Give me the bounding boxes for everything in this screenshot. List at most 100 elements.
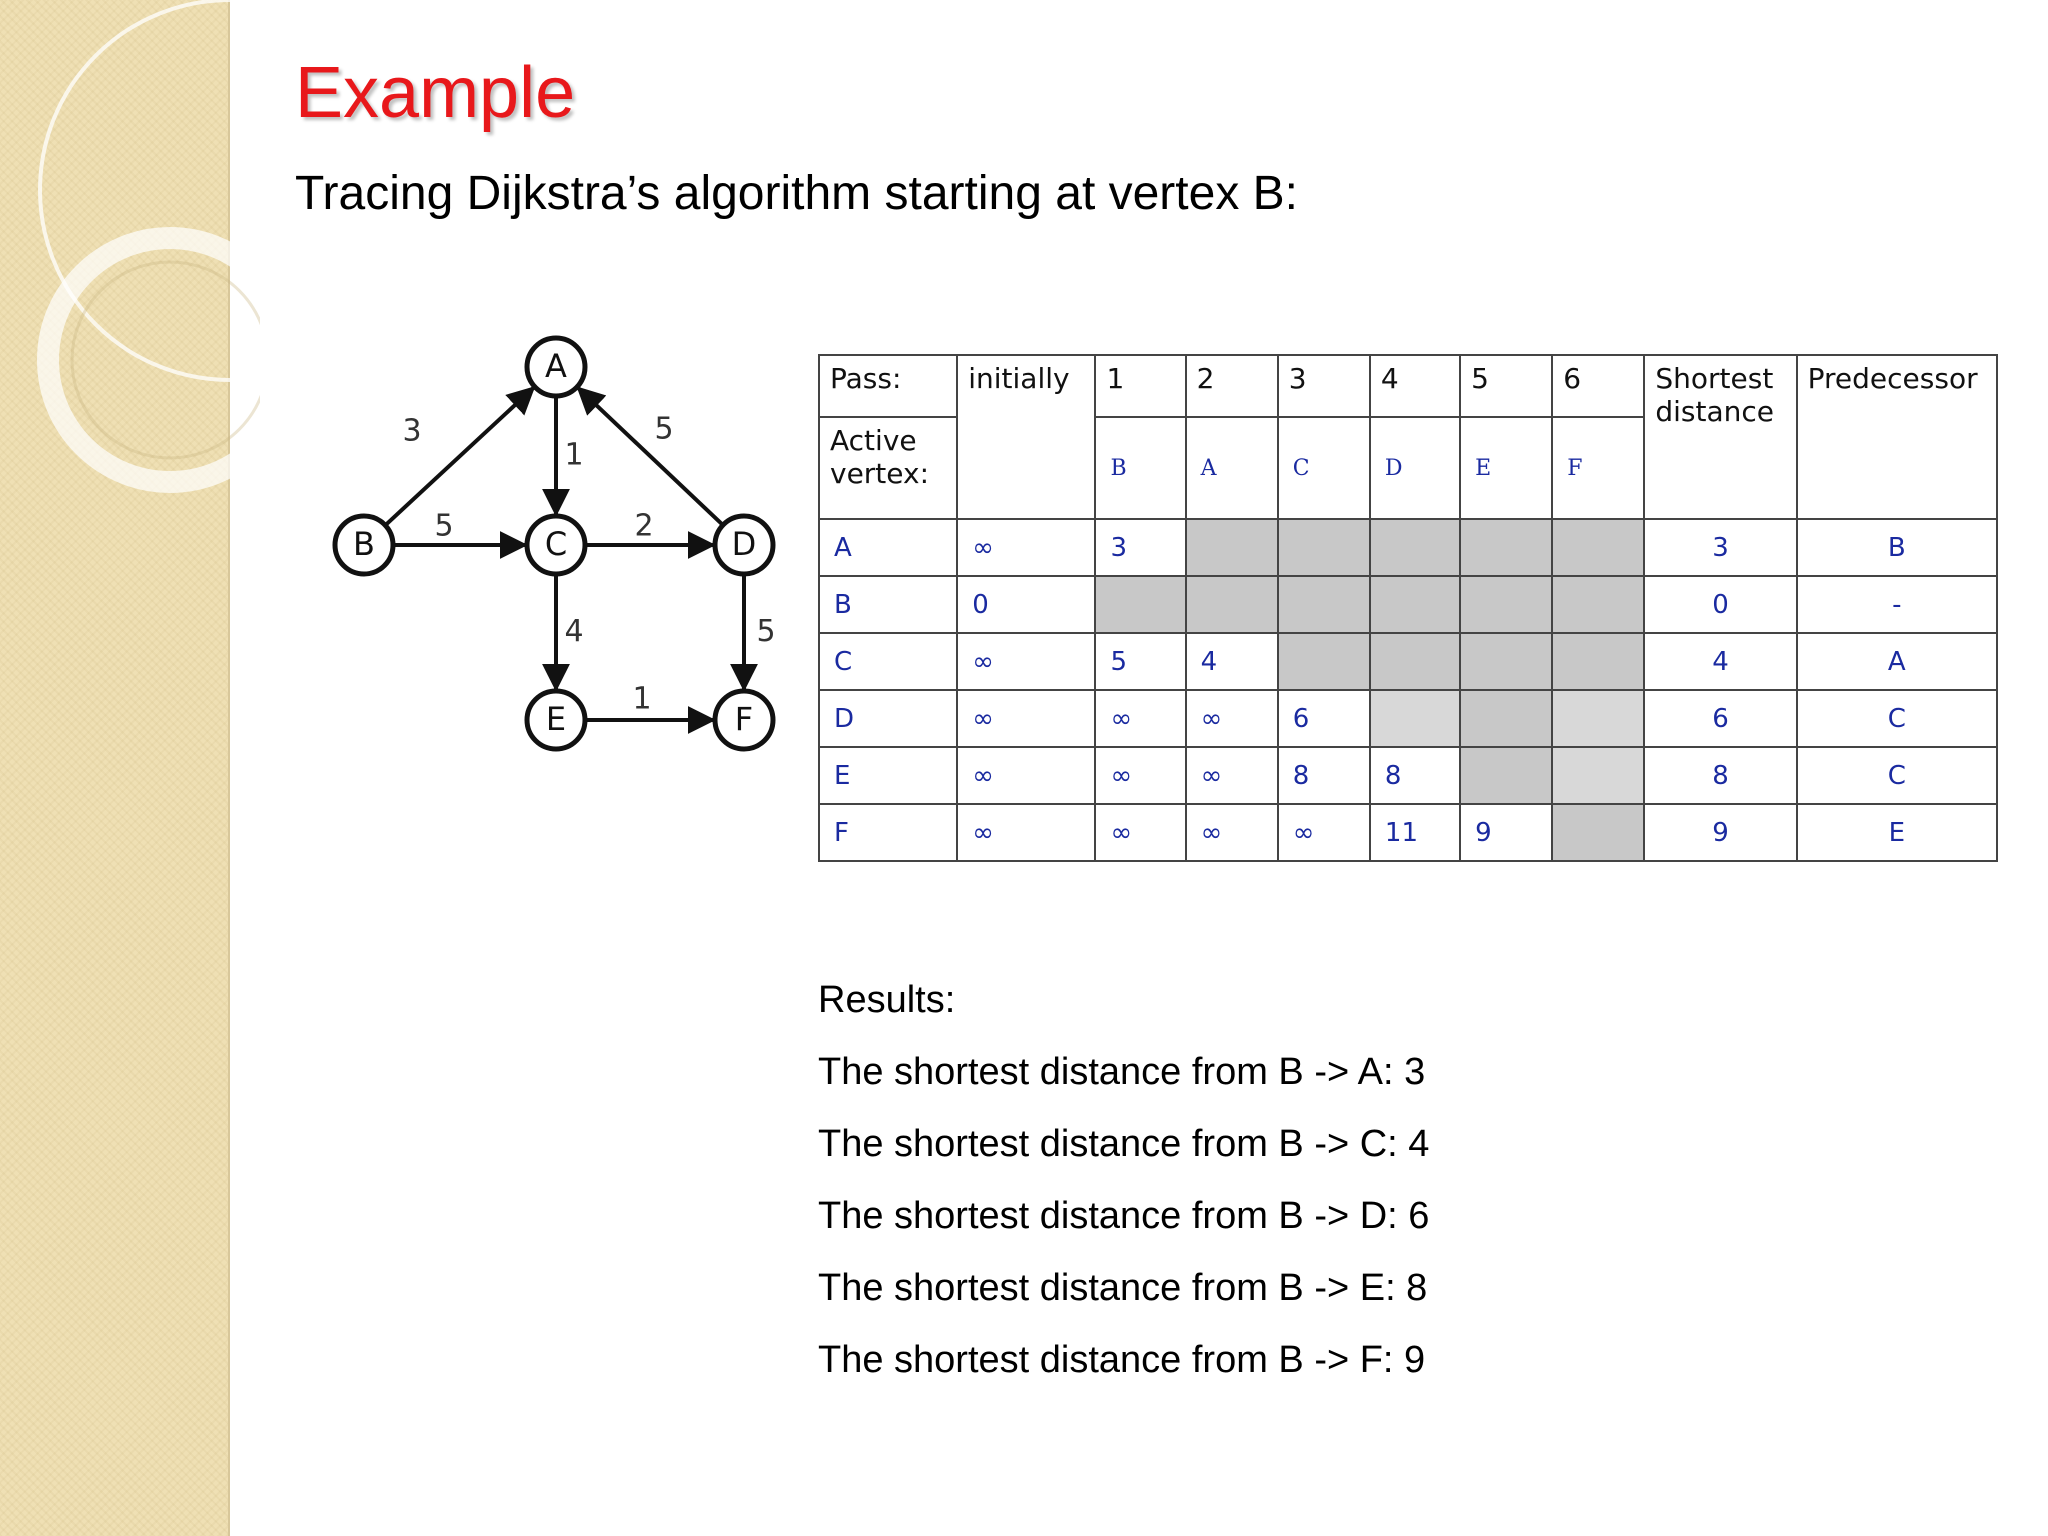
edge-weight: 3: [402, 414, 421, 449]
shortest-distance-cell: 8: [1643, 746, 1798, 805]
graph-node-label: E: [546, 700, 566, 738]
distance-cell: ∞: [1184, 746, 1279, 805]
distance-cell: ∞: [956, 803, 1097, 862]
distance-cell: 4: [1184, 632, 1279, 691]
distance-cell: 9: [1459, 803, 1554, 862]
graph-node: [332, 513, 396, 577]
distance-cell: ∞: [1184, 803, 1279, 862]
predecessor-cell: B: [1795, 518, 1999, 577]
edge-weight: 5: [654, 412, 673, 447]
distance-cell: [1094, 575, 1187, 634]
distance-cell: 3: [1094, 518, 1187, 577]
distance-cell: 8: [1368, 746, 1462, 805]
distance-cell: 8: [1276, 746, 1371, 805]
distance-cell: [1368, 518, 1462, 577]
pass-number: 4: [1368, 354, 1462, 418]
initially-label: initially: [956, 354, 1097, 520]
graph-node: [524, 335, 588, 399]
distance-cell: [1551, 518, 1646, 577]
shortest-distance-cell: 6: [1643, 689, 1798, 748]
edge-weight: 5: [756, 614, 775, 649]
row-vertex: D: [817, 689, 959, 748]
distance-cell: [1276, 518, 1371, 577]
distance-cell: [1459, 575, 1554, 634]
predecessor-cell: C: [1795, 689, 1999, 748]
distance-cell: 0: [956, 575, 1097, 634]
result-line: The shortest distance from B -> A: 3: [818, 1051, 1426, 1093]
distance-cell: [1551, 689, 1646, 748]
row-vertex: A: [817, 518, 959, 577]
results-heading: Results:: [818, 979, 956, 1021]
edge-weight: 1: [564, 438, 583, 473]
distance-cell: 11: [1368, 803, 1462, 862]
graph-node: [712, 513, 776, 577]
distance-cell: [1551, 746, 1646, 805]
active-vertex: D: [1368, 416, 1462, 520]
distance-cell: [1184, 518, 1279, 577]
result-line: The shortest distance from B -> D: 6: [818, 1195, 1430, 1237]
shortest-distance-label: Shortest distance: [1643, 354, 1798, 520]
distance-cell: [1551, 632, 1646, 691]
graph-node: [524, 513, 588, 577]
distance-cell: ∞: [1184, 689, 1279, 748]
graph-edge: [383, 386, 536, 527]
distance-cell: [1459, 632, 1554, 691]
shortest-distance-cell: 4: [1643, 632, 1798, 691]
distance-cell: [1459, 518, 1554, 577]
distance-cell: ∞: [956, 746, 1097, 805]
pass-header-row: Pass: initially 1 2 3 4 5 6 Shortest dis…: [817, 354, 1999, 520]
active-vertex: A: [1184, 416, 1279, 520]
distance-cell: ∞: [956, 632, 1097, 691]
pass-number: 6: [1551, 354, 1646, 418]
pass-number: 5: [1459, 354, 1554, 418]
shortest-distance-cell: 3: [1643, 518, 1798, 577]
result-line: The shortest distance from B -> F: 9: [818, 1339, 1426, 1381]
graph-node-label: C: [545, 525, 567, 563]
row-vertex: C: [817, 632, 959, 691]
pass-number: 3: [1276, 354, 1371, 418]
predecessor-label: Predecessor: [1795, 354, 1999, 520]
distance-cell: ∞: [1094, 746, 1187, 805]
active-vertex: E: [1459, 416, 1554, 520]
dijkstra-trace-table: Pass: initially 1 2 3 4 5 6 Shortest dis…: [817, 354, 1999, 862]
distance-cell: [1276, 632, 1371, 691]
distance-cell: 5: [1094, 632, 1187, 691]
results-section: Results: The shortest distance from B ->…: [818, 978, 1429, 1410]
pass-number: 1: [1094, 354, 1187, 418]
decorative-rings: [37, 0, 260, 493]
edge-weight: 4: [564, 614, 583, 649]
distance-cell: [1551, 575, 1646, 634]
edge-weight: 1: [632, 682, 651, 717]
predecessor-cell: A: [1795, 632, 1999, 691]
graph-edge: [576, 386, 725, 527]
result-line: The shortest distance from B -> C: 4: [818, 1123, 1430, 1165]
graph-node-label: F: [735, 700, 753, 738]
distance-cell: [1459, 746, 1554, 805]
graph-node-label: A: [545, 347, 567, 385]
distance-cell: 6: [1276, 689, 1371, 748]
predecessor-cell: E: [1795, 803, 1999, 862]
shortest-distance-cell: 0: [1643, 575, 1798, 634]
graph-node-label: D: [732, 525, 757, 563]
pass-label: Pass:: [817, 354, 959, 418]
distance-cell: ∞: [956, 689, 1097, 748]
distance-cell: [1459, 689, 1554, 748]
edge-weight: 5: [434, 509, 453, 544]
distance-cell: ∞: [1094, 689, 1187, 748]
active-vertex: F: [1551, 416, 1646, 520]
distance-cell: [1368, 632, 1462, 691]
distance-cell: [1276, 575, 1371, 634]
row-vertex: E: [817, 746, 959, 805]
distance-cell: [1368, 689, 1462, 748]
active-vertex-label: Active vertex:: [817, 416, 959, 520]
row-vertex: B: [817, 575, 959, 634]
predecessor-cell: C: [1795, 746, 1999, 805]
distance-cell: ∞: [1094, 803, 1187, 862]
